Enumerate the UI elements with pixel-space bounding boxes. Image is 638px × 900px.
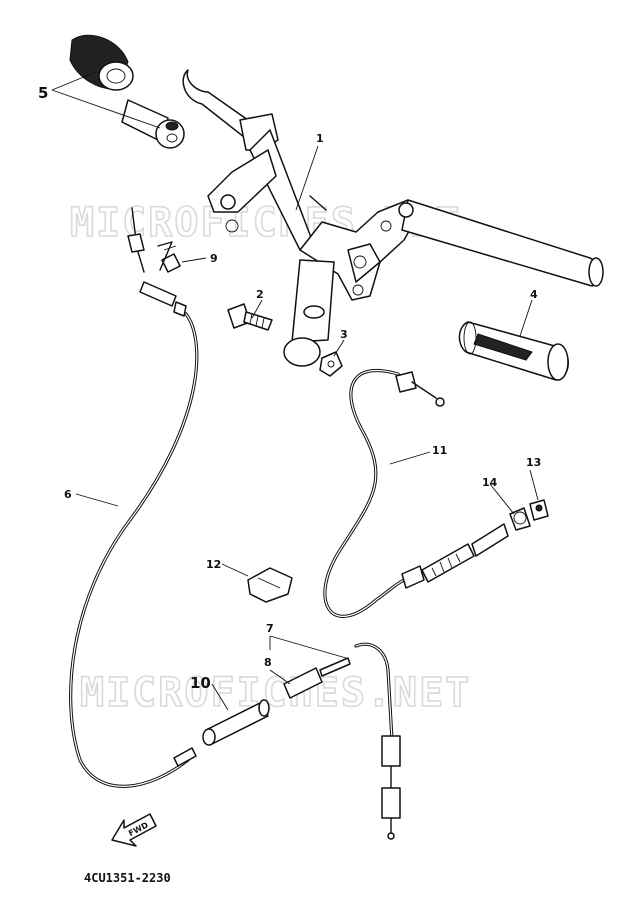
part-5-grip-assembly bbox=[69, 34, 185, 149]
drawing-code: 4CU1351-2230 bbox=[84, 871, 171, 885]
part-10-tube bbox=[202, 699, 270, 746]
part-9-screw bbox=[157, 241, 181, 273]
callout-7: 7 bbox=[266, 622, 274, 635]
part-4-throttle-grip bbox=[458, 321, 569, 381]
callout-8: 8 bbox=[264, 656, 272, 669]
callout-1: 1 bbox=[316, 132, 324, 145]
part-6-cable bbox=[69, 207, 199, 788]
part-2-bolt bbox=[227, 303, 273, 331]
callout-11: 11 bbox=[432, 444, 447, 457]
part-1-handlebar bbox=[182, 69, 604, 367]
callout-2: 2 bbox=[256, 288, 264, 301]
callout-9: 9 bbox=[210, 252, 218, 265]
callout-3: 3 bbox=[340, 328, 348, 341]
watermark-bottom: MICROFICHES.NET bbox=[80, 670, 471, 716]
part-13-cap bbox=[529, 499, 549, 521]
part-7-cable-end bbox=[354, 642, 401, 840]
callout-4: 4 bbox=[530, 288, 538, 301]
fwd-arrow-icon: FWD bbox=[111, 813, 157, 847]
callout-13: 13 bbox=[526, 456, 541, 469]
leader-lines bbox=[51, 71, 539, 711]
callout-5: 5 bbox=[38, 84, 48, 102]
callout-6: 6 bbox=[64, 488, 72, 501]
part-3-nut bbox=[319, 351, 343, 377]
part-11-cable bbox=[323, 368, 509, 618]
part-12-clamp bbox=[247, 567, 293, 603]
part-14-adjuster bbox=[509, 507, 531, 531]
callout-12: 12 bbox=[206, 558, 221, 571]
callout-10: 10 bbox=[190, 674, 211, 692]
part-8-junction bbox=[283, 657, 351, 699]
callout-14: 14 bbox=[482, 476, 498, 489]
